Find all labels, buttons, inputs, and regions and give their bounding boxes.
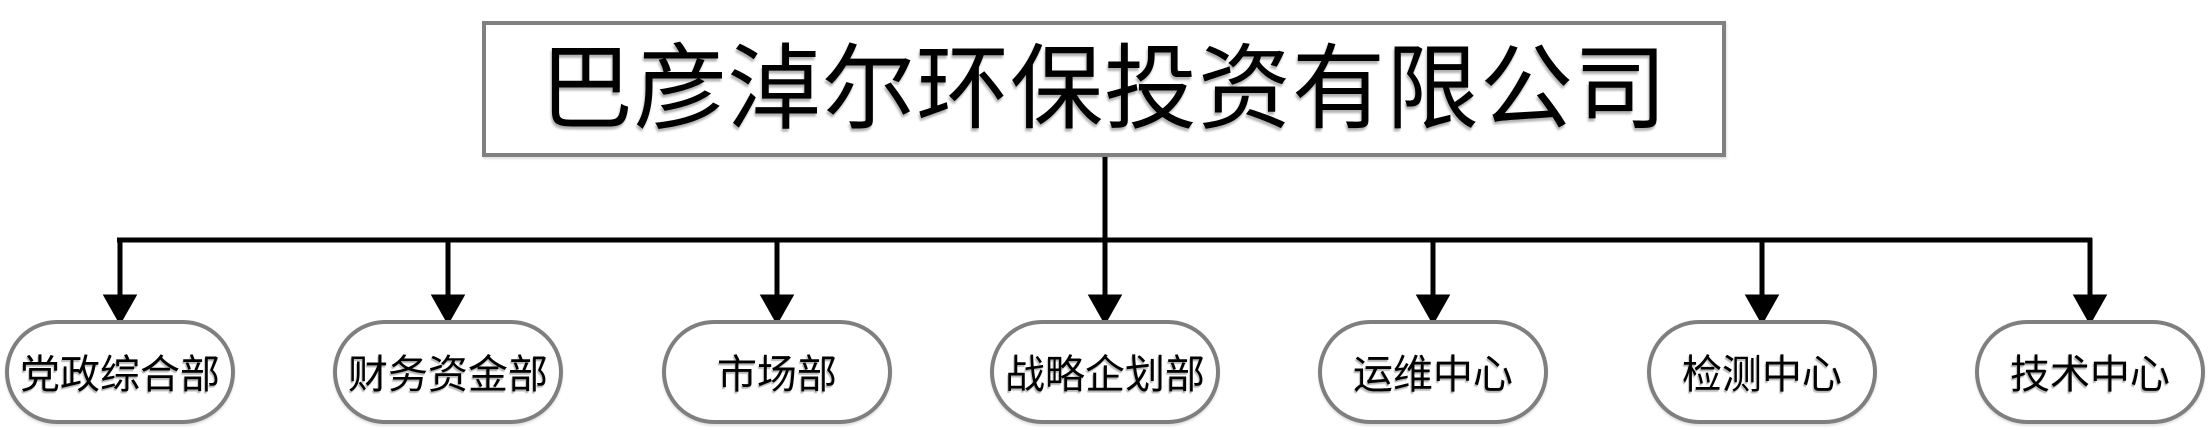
connector-drop-7 <box>2072 238 2108 326</box>
dept-label: 战略企划部 <box>1005 352 1205 398</box>
dept-node-zhanlve: 战略企划部 <box>990 320 1220 424</box>
dept-node-jiance: 检测中心 <box>1647 320 1877 424</box>
connector-drop-2 <box>430 238 466 326</box>
dept-node-shichang: 市场部 <box>662 320 892 424</box>
connector-drop-4 <box>1087 238 1123 326</box>
connector-drop-5 <box>1415 238 1451 326</box>
dept-node-caiwu: 财务资金部 <box>333 320 563 424</box>
connector-drop-3 <box>759 238 795 326</box>
dept-label: 财务资金部 <box>348 352 548 398</box>
dept-node-yunwei: 运维中心 <box>1318 320 1548 424</box>
org-root-node: 巴彦淖尔环保投资有限公司 <box>482 21 1726 157</box>
org-root-title: 巴彦淖尔环保投资有限公司 <box>540 34 1668 143</box>
dept-label: 检测中心 <box>1682 352 1842 398</box>
dept-label: 党政综合部 <box>20 352 220 398</box>
dept-node-dangzheng: 党政综合部 <box>5 320 235 424</box>
connector-drop-1 <box>102 238 138 326</box>
connector-drop-6 <box>1744 238 1780 326</box>
dept-node-jishu: 技术中心 <box>1975 320 2205 424</box>
dept-label: 运维中心 <box>1353 352 1513 398</box>
dept-label: 技术中心 <box>2010 352 2170 398</box>
dept-label: 市场部 <box>717 352 837 398</box>
